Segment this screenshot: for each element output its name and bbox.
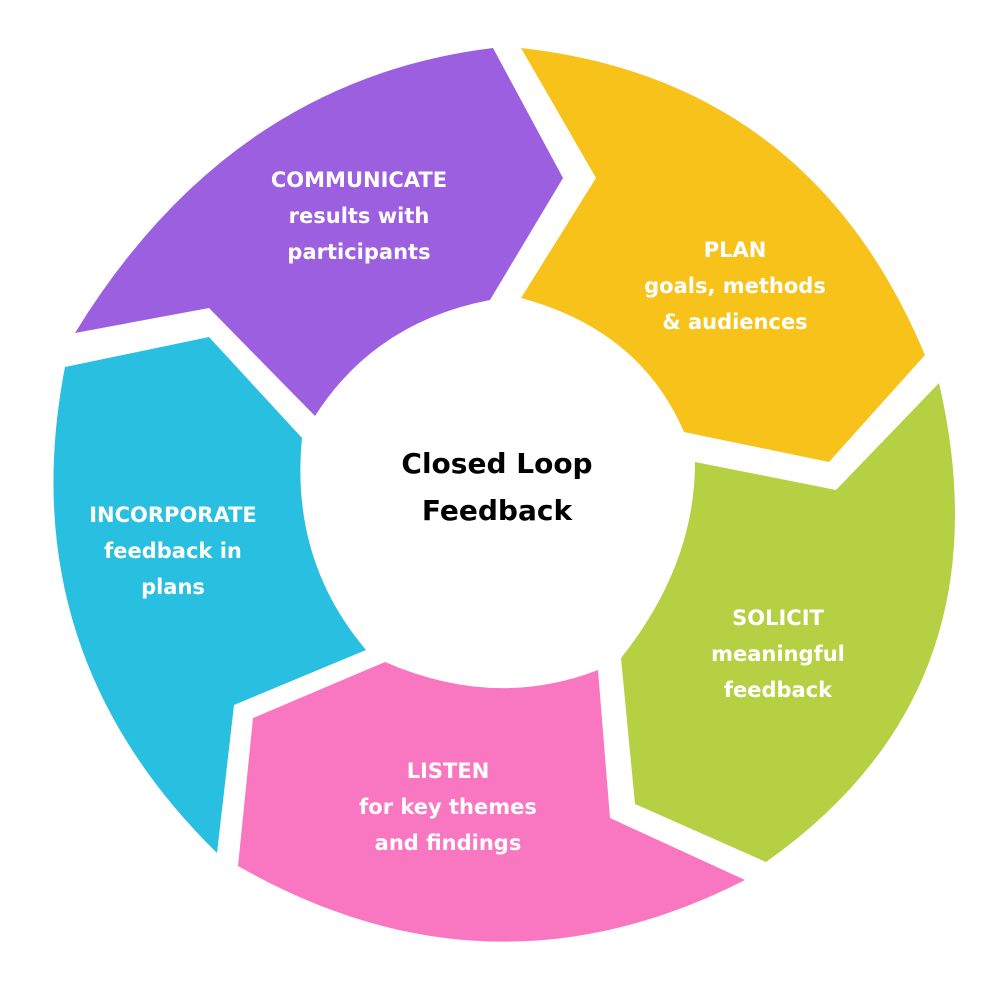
solicit-label: SOLICIT meaningful feedback — [711, 600, 845, 708]
plan-line2: & audiences — [662, 310, 808, 334]
solicit-line1: meaningful — [711, 642, 845, 666]
solicit-title: SOLICIT — [732, 606, 824, 630]
plan-title: PLAN — [703, 238, 767, 262]
incorporate-line1: feedback in — [104, 539, 242, 563]
incorporate-title: INCORPORATE — [89, 503, 257, 527]
communicate-segment — [75, 48, 563, 416]
center-title-line1: Closed Loop — [401, 447, 593, 480]
listen-segment — [238, 662, 745, 942]
center-title-line2: Feedback — [421, 494, 573, 527]
plan-segment — [521, 48, 925, 462]
incorporate-segment — [53, 337, 366, 853]
plan-line1: goals, methods — [644, 274, 826, 298]
listen-title: LISTEN — [406, 759, 490, 783]
listen-label: LISTEN for key themes and findings — [359, 753, 537, 861]
communicate-line2: participants — [287, 240, 431, 264]
communicate-title: COMMUNICATE — [270, 168, 448, 192]
listen-line2: and findings — [374, 831, 522, 855]
plan-label: PLAN goals, methods & audiences — [644, 232, 826, 340]
center-title: Closed Loop Feedback — [401, 440, 592, 534]
listen-line1: for key themes — [359, 795, 537, 819]
incorporate-line2: plans — [141, 575, 205, 599]
solicit-segment — [621, 383, 956, 862]
incorporate-label: INCORPORATE feedback in plans — [89, 497, 257, 605]
solicit-line2: feedback — [723, 678, 833, 702]
communicate-label: COMMUNICATE results with participants — [271, 162, 447, 270]
communicate-line1: results with — [288, 204, 430, 228]
